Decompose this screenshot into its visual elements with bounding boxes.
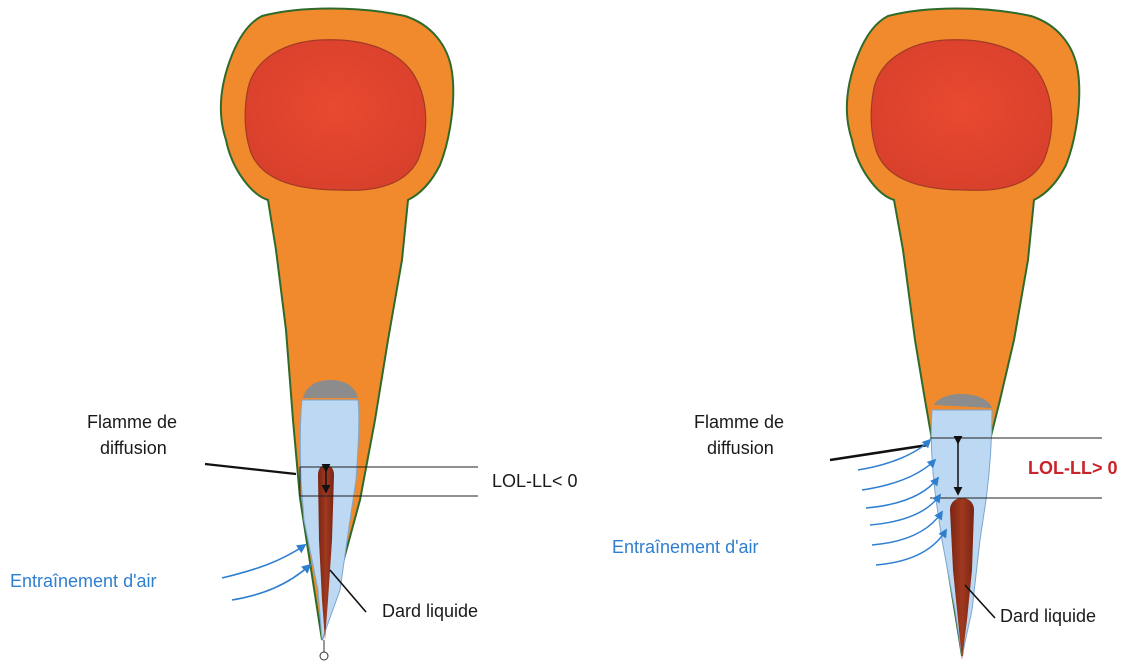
right-flame-label-1: Flamme de — [694, 412, 784, 432]
left-nozzle — [320, 652, 328, 660]
left-air-label: Entraînement d'air — [10, 571, 157, 591]
right-air-arrow-3 — [866, 478, 938, 508]
right-air-arrow-5 — [872, 512, 942, 545]
left-core-flame — [245, 40, 426, 191]
right-air-arrow-2 — [862, 460, 935, 490]
right-flame-label-2: diffusion — [707, 438, 774, 458]
right-panel: Flamme de diffusion LOL-LL> 0 Entraîneme… — [612, 9, 1118, 661]
right-lift-label: LOL-LL> 0 — [1028, 458, 1118, 478]
left-liquid-label: Dard liquide — [382, 601, 478, 621]
left-flame-label-2: diffusion — [100, 438, 167, 458]
left-air-arrow-2 — [232, 565, 310, 600]
left-panel: Flamme de diffusion LOL-LL< 0 Entraîneme… — [10, 9, 578, 661]
left-air-arrow-1 — [222, 545, 305, 578]
right-air-arrow-6 — [876, 530, 946, 565]
left-flame-pointer — [205, 464, 296, 474]
right-core-flame — [871, 40, 1052, 191]
right-liquid-label: Dard liquide — [1000, 606, 1096, 626]
left-lift-label: LOL-LL< 0 — [492, 471, 578, 491]
left-flame-label-1: Flamme de — [87, 412, 177, 432]
right-air-label: Entraînement d'air — [612, 537, 759, 557]
